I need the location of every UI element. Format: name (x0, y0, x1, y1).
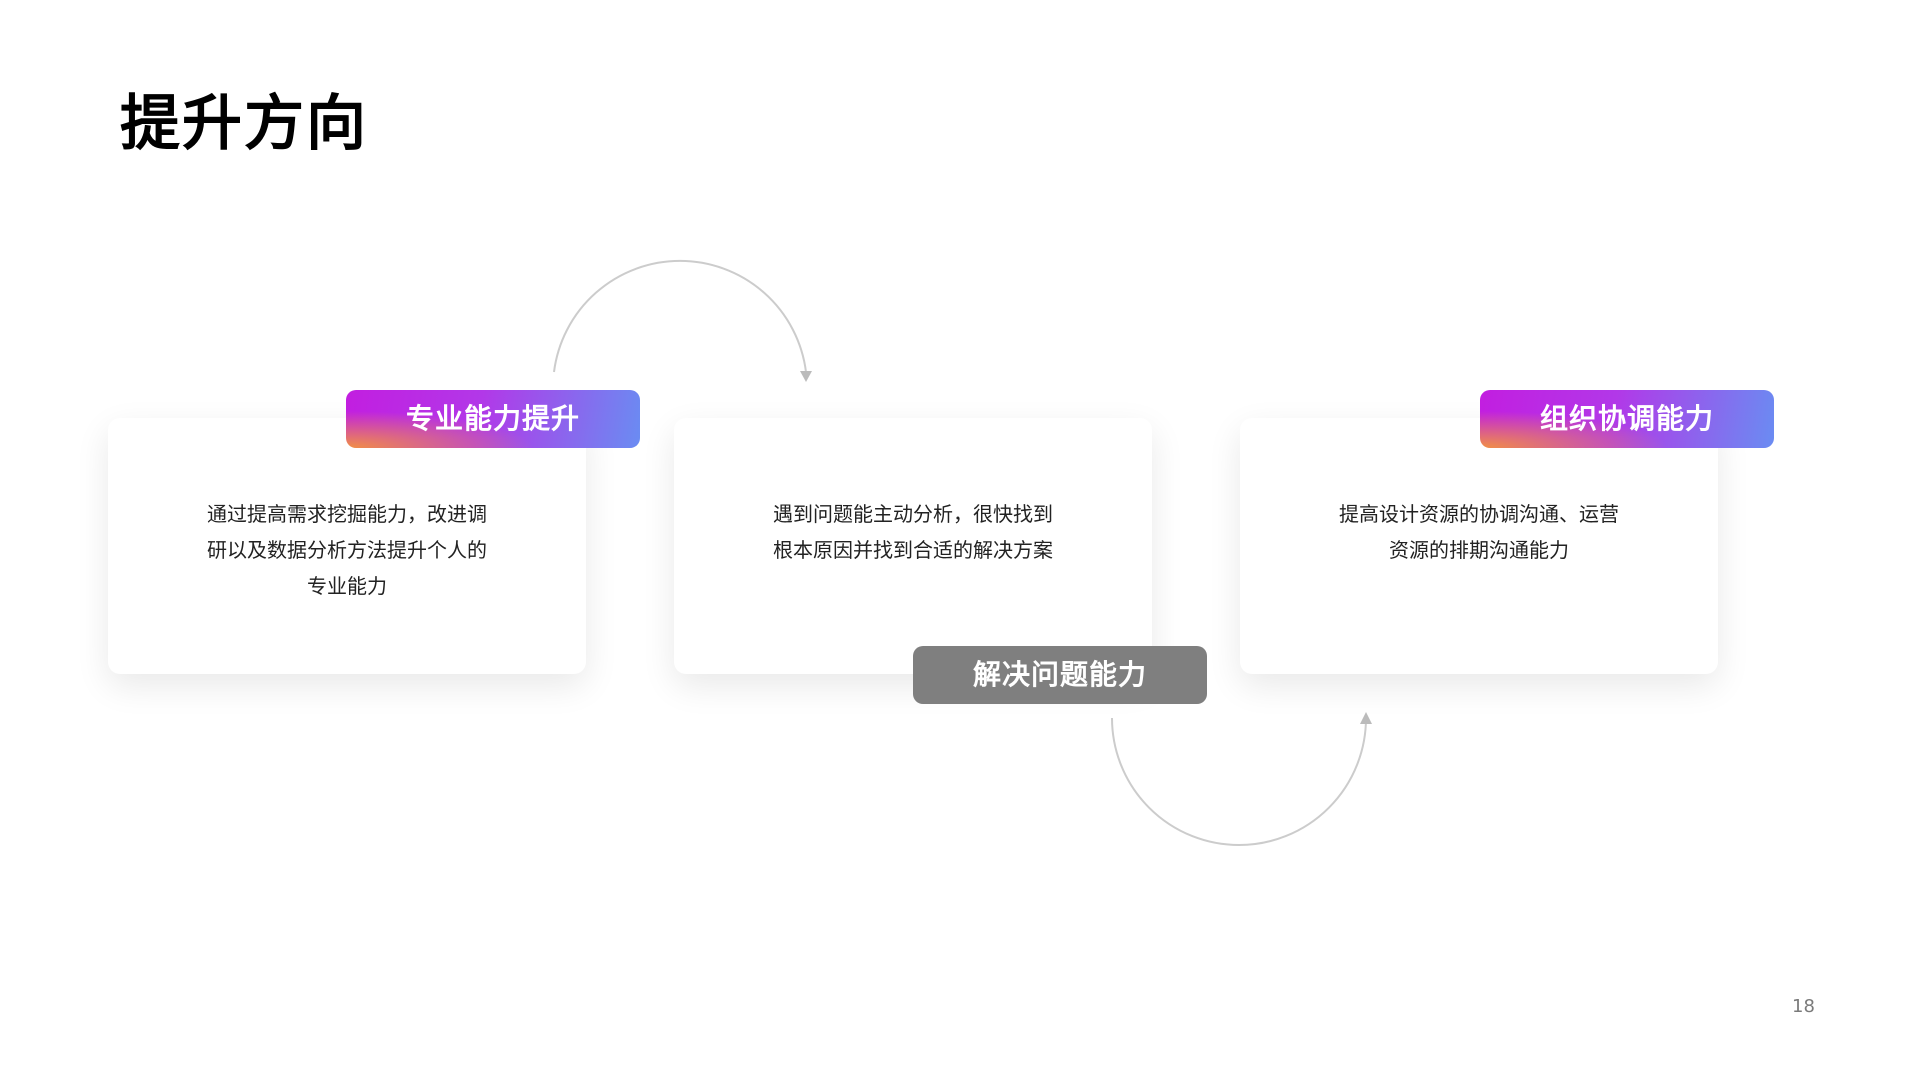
label-organization-coordination: 组织协调能力 (1480, 390, 1774, 448)
card-description: 提高设计资源的协调沟通、运营资源的排期沟通能力 (1339, 502, 1619, 562)
label-professional-ability: 专业能力提升 (346, 390, 640, 448)
card-professional-ability: 通过提高需求挖掘能力，改进调研以及数据分析方法提升个人的专业能力 (108, 418, 586, 674)
page-number: 18 (1792, 996, 1815, 1017)
card-description: 通过提高需求挖掘能力，改进调研以及数据分析方法提升个人的专业能力 (207, 502, 487, 598)
arrowhead-icon (800, 371, 812, 382)
arc-bottom (1111, 717, 1367, 846)
card-organization-coordination: 提高设计资源的协调沟通、运营资源的排期沟通能力 (1240, 418, 1718, 674)
arc-top (553, 259, 807, 373)
page-title: 提升方向 (120, 89, 368, 159)
label-problem-solving: 解决问题能力 (913, 646, 1207, 704)
arrowhead-icon (1360, 712, 1372, 724)
card-description: 遇到问题能主动分析，很快找到根本原因并找到合适的解决方案 (773, 502, 1053, 562)
card-problem-solving: 遇到问题能主动分析，很快找到根本原因并找到合适的解决方案 (674, 418, 1152, 674)
